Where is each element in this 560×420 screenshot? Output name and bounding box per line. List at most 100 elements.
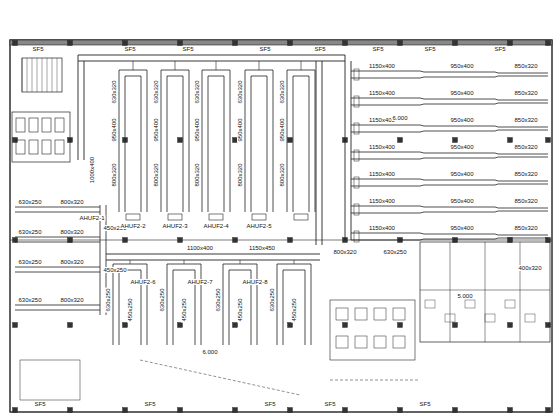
duct-size: 630x320 (194, 79, 200, 104)
duct-size: 850x320 (513, 144, 538, 150)
duct-size: 1000x400 (89, 156, 95, 184)
branch-duct (301, 61, 302, 70)
branch-duct (15, 212, 100, 213)
column (233, 323, 238, 328)
column (178, 408, 183, 413)
branch-duct (15, 207, 100, 208)
duct-size: 800x320 (279, 162, 285, 187)
fan-unit (55, 118, 64, 132)
column (288, 323, 293, 328)
branch-duct (15, 305, 100, 306)
branch-duct (351, 211, 548, 213)
main-duct (322, 61, 323, 245)
unit-tag: AHUF2-6 (129, 279, 156, 285)
stair (22, 58, 62, 92)
partition (520, 242, 521, 342)
column (453, 408, 458, 413)
branch-duct (351, 152, 548, 154)
duct-size: 630x320 (153, 79, 159, 104)
stair-tread (42, 58, 43, 92)
fan-tag: SF5 (33, 401, 46, 407)
elevation-mark: 6.000 (201, 349, 218, 355)
column (343, 41, 348, 46)
branch-duct (216, 61, 217, 70)
duct-size: 800x320 (111, 162, 117, 187)
duct-size: 1150x400 (368, 144, 396, 150)
fan-unit (29, 140, 38, 154)
column (288, 238, 293, 243)
duct-size: 850x320 (513, 198, 538, 204)
branch-duct (351, 103, 548, 105)
branch-duct (130, 260, 131, 264)
column (233, 41, 238, 46)
unit-tag: AHUF2-2 (119, 223, 146, 229)
column (398, 41, 403, 46)
duct-size: 400x320 (517, 265, 542, 271)
duct-size: 630x250 (382, 249, 407, 255)
furniture (525, 314, 535, 322)
unit-tag: AHUF2-4 (202, 223, 229, 229)
equipment (355, 308, 367, 320)
duct-size: 950x400 (449, 117, 474, 123)
column (546, 408, 551, 413)
duct-size: 1150x400 (368, 171, 396, 177)
equipment (355, 336, 367, 348)
duct-size: 1150x400 (368, 63, 396, 69)
branch-duct (287, 70, 315, 212)
inner-wall (10, 240, 110, 241)
column (68, 408, 73, 413)
stair-tread (32, 58, 33, 92)
equipment (336, 308, 348, 320)
elevation-mark: 5.000 (456, 293, 473, 299)
unit-tag: AHUF2-1 (78, 215, 105, 221)
branch-duct (351, 130, 548, 132)
duct-size: 630x250 (215, 287, 221, 312)
fan-unit (42, 140, 51, 154)
fan-tag: SF5 (263, 401, 276, 407)
fan-tag: SF5 (258, 46, 271, 52)
column (343, 323, 348, 328)
duct-size: 1150x400 (368, 90, 396, 96)
fan-unit (55, 140, 64, 154)
damper (354, 69, 359, 80)
top-wall-band (10, 40, 552, 45)
column (68, 323, 73, 328)
branch-duct (223, 264, 257, 345)
branch-duct (15, 310, 100, 311)
duct-size: 800x320 (59, 297, 84, 303)
branch-duct (351, 157, 548, 159)
duct-size: 950x400 (194, 117, 200, 142)
duct-size: 450x250 (237, 297, 243, 322)
fan-tag: SF5 (313, 46, 326, 52)
inner-wall (420, 240, 552, 241)
duct-size: 630x320 (111, 79, 117, 104)
column (343, 408, 348, 413)
main-duct (84, 61, 85, 160)
column (508, 138, 513, 143)
fan-unit (16, 140, 25, 154)
duct-size: 950x400 (449, 63, 474, 69)
duct-size: 800x320 (59, 199, 84, 205)
duct-size: 950x400 (449, 144, 474, 150)
riser-duct (100, 205, 101, 315)
branch-duct (113, 264, 147, 345)
duct-size: 800x320 (194, 162, 200, 187)
fan-tag: SF5 (123, 46, 136, 52)
fan-tag: SF5 (181, 46, 194, 52)
duct-size: 1150x450 (248, 245, 276, 251)
column (178, 323, 183, 328)
branch-duct (15, 237, 100, 238)
duct-size: 630x250 (17, 199, 42, 205)
equipment (374, 336, 386, 348)
elevation-mark: 6.000 (391, 115, 408, 121)
outer-wall (10, 40, 552, 412)
column (453, 41, 458, 46)
duct-size: 850x320 (513, 90, 538, 96)
column (398, 323, 403, 328)
duct-size: 800x320 (332, 249, 357, 255)
duct-lines (10, 40, 552, 413)
damper (354, 123, 359, 134)
branch-duct (167, 264, 201, 345)
office-block (420, 242, 550, 342)
